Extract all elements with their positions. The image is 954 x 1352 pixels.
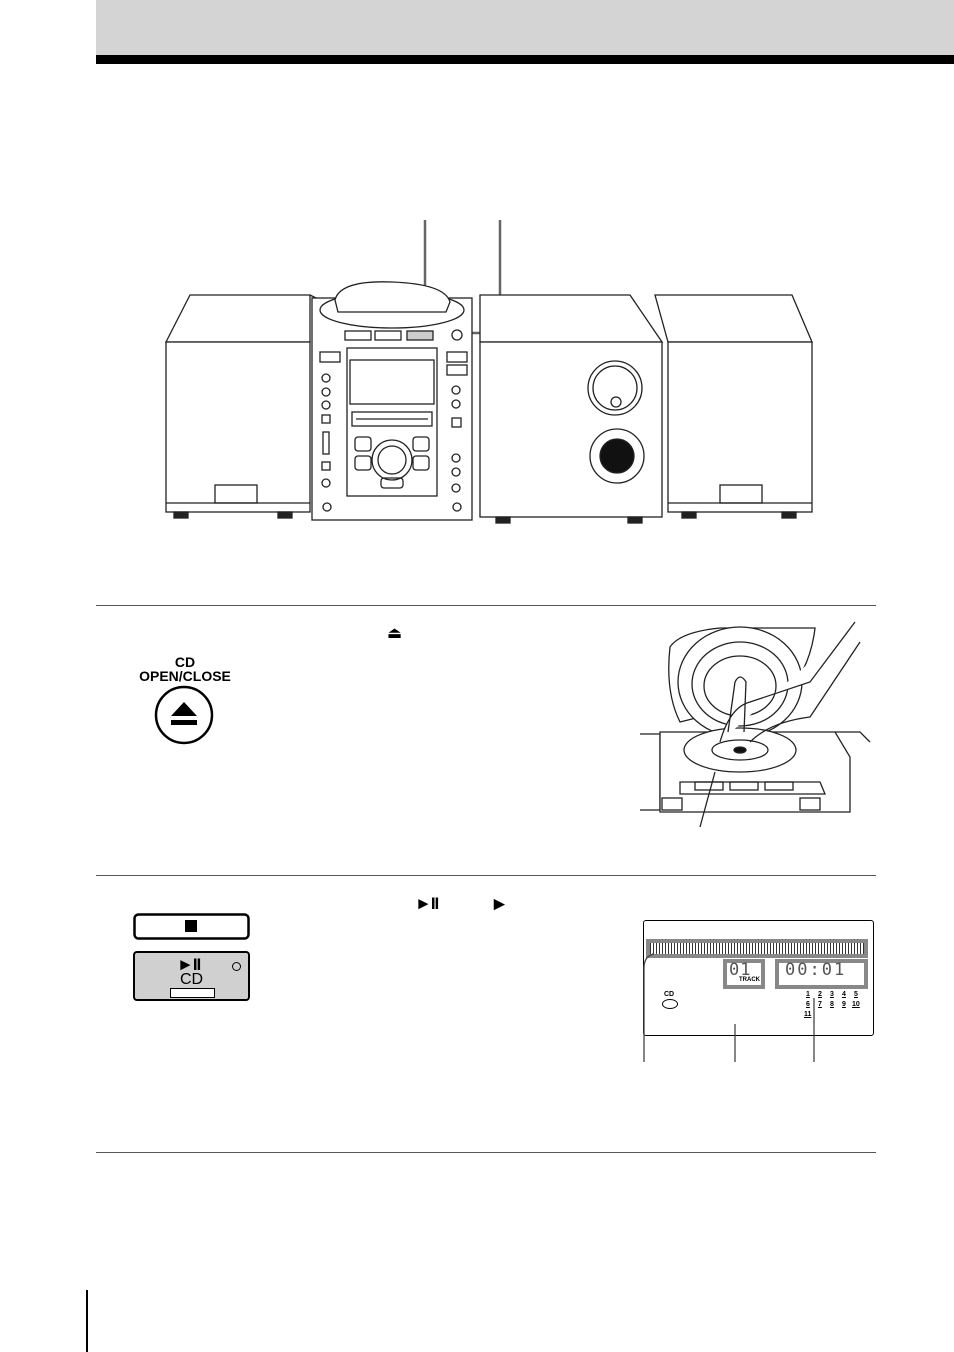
section-divider bbox=[96, 605, 876, 606]
track-cell: 5 bbox=[854, 991, 858, 998]
stop-button[interactable] bbox=[133, 913, 251, 940]
display-callouts bbox=[643, 953, 815, 1062]
play-pause-icon: ►II bbox=[177, 955, 201, 974]
cd-play-label: CD bbox=[179, 971, 204, 988]
track-cell: 8 bbox=[830, 1001, 834, 1008]
disc-loading-illustration bbox=[640, 621, 871, 828]
eject-symbol: ⏏ bbox=[387, 625, 403, 642]
lcd-display: 01 TRACK 00:01 CD 1 2 3 4 5 6 7 8 9 10 1… bbox=[643, 920, 874, 1036]
track-cell: 2 bbox=[818, 991, 822, 998]
play-pause-symbol: ►II bbox=[415, 894, 439, 913]
elapsed-time: 00:01 bbox=[785, 960, 847, 980]
track-box: 01 TRACK bbox=[723, 959, 765, 989]
segment-band bbox=[646, 939, 868, 958]
stop-icon bbox=[185, 920, 197, 932]
disc-icon bbox=[662, 999, 678, 1009]
section-divider bbox=[96, 875, 876, 876]
section-divider bbox=[96, 1152, 876, 1153]
track-cell: 10 bbox=[852, 1001, 860, 1008]
open-close-label: OPEN/CLOSE bbox=[139, 668, 231, 684]
track-cell: 1 bbox=[806, 991, 810, 998]
cd-label: CD bbox=[174, 654, 196, 670]
cd-play-pause-button[interactable]: ►II CD bbox=[133, 951, 250, 1001]
track-cell: 11 bbox=[804, 1011, 812, 1018]
track-label: TRACK bbox=[739, 977, 760, 983]
stereo-system-illustration bbox=[164, 220, 813, 524]
header-rule bbox=[96, 55, 954, 64]
track-cell: 6 bbox=[806, 1001, 810, 1008]
header-band bbox=[96, 0, 954, 55]
track-cell: 3 bbox=[830, 991, 834, 998]
track-cell: 7 bbox=[818, 1001, 822, 1008]
track-cell: 4 bbox=[842, 991, 846, 998]
time-box: 00:01 bbox=[775, 959, 868, 989]
cd-indicator-label: CD bbox=[664, 991, 675, 998]
track-number: 01 bbox=[729, 960, 752, 980]
play-symbol: ► bbox=[490, 894, 509, 915]
cd-open-close-button[interactable] bbox=[154, 685, 215, 746]
margin-rule bbox=[86, 1290, 88, 1352]
indicator-icon bbox=[232, 962, 241, 971]
track-cell: 9 bbox=[842, 1001, 846, 1008]
eject-icon bbox=[171, 702, 197, 716]
button-slot bbox=[170, 988, 215, 998]
